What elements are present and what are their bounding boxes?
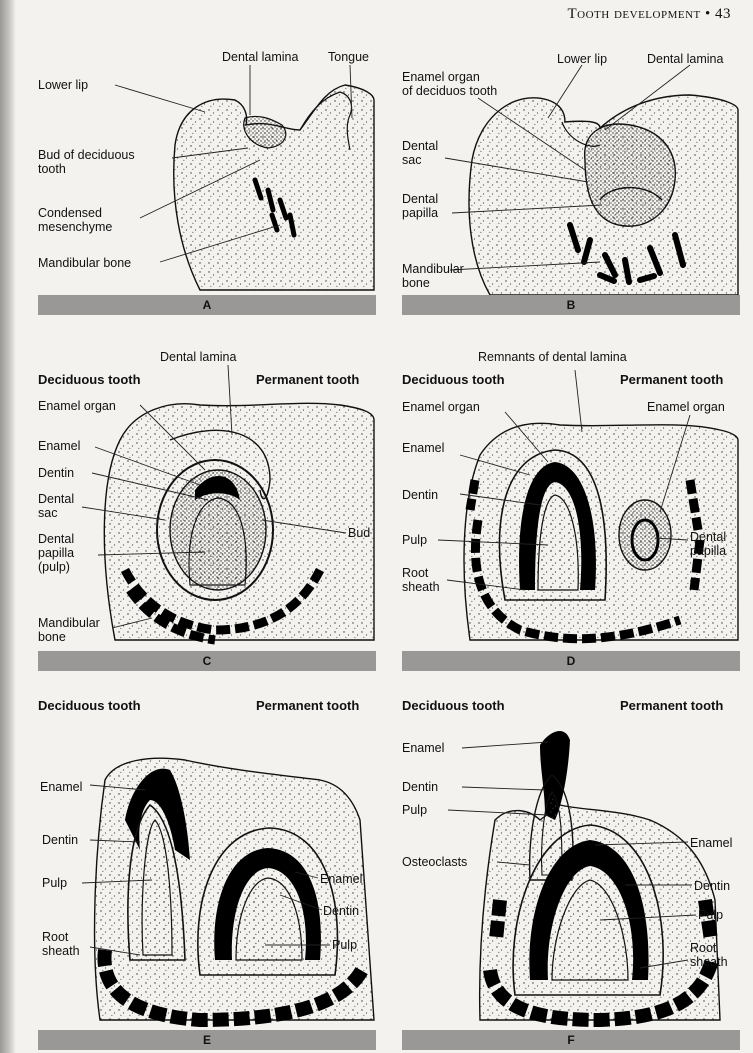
panel-b-drawing: [469, 95, 738, 295]
d-dental-papilla-label: Dental papilla: [690, 530, 726, 558]
a-bud-label: Bud of deciduous tooth: [38, 148, 135, 176]
f-enamel-label: Enamel: [402, 741, 444, 755]
c-dental-papilla-label: Dental papilla (pulp): [38, 532, 74, 574]
c-dental-sac-label: Dental sac: [38, 492, 74, 520]
d-pulp-label: Pulp: [402, 533, 427, 547]
panel-e-drawing: [95, 758, 374, 1020]
d-permanent-heading: Permanent tooth: [620, 372, 723, 387]
b-dental-papilla-label: Dental papilla: [402, 192, 438, 220]
b-mandibular-label: Mandibular bone: [402, 262, 464, 290]
f-osteoclasts-label: Osteoclasts: [402, 855, 467, 869]
d-enamel-label: Enamel: [402, 441, 444, 455]
f-pulp-label: Pulp: [402, 803, 427, 817]
c-dental-lamina-label: Dental lamina: [160, 350, 236, 364]
e-root-sheath-label: Root sheath: [42, 930, 80, 958]
c-enamel-organ-label: Enamel organ: [38, 399, 116, 413]
panel-f-letter: F: [561, 1033, 581, 1047]
c-deciduous-heading: Deciduous tooth: [38, 372, 141, 387]
f-deciduous-heading: Deciduous tooth: [402, 698, 505, 713]
f-dentin-label: Dentin: [402, 780, 438, 794]
d-root-sheath-label: Root sheath: [402, 566, 440, 594]
e-enamel-right-label: Enamel: [320, 872, 362, 886]
e-enamel-label: Enamel: [40, 780, 82, 794]
d-dentin-label: Dentin: [402, 488, 438, 502]
panel-c-drawing: [104, 403, 374, 640]
panel-b-letter: B: [561, 298, 581, 312]
b-lower-lip-label: Lower lip: [557, 52, 607, 66]
d-enamel-organ-label: Enamel organ: [402, 400, 480, 414]
f-permanent-heading: Permanent tooth: [620, 698, 723, 713]
f-dentin-right-label: Dentin: [694, 879, 730, 893]
e-pulp-right-label: Pulp: [332, 938, 357, 952]
c-dentin-label: Dentin: [38, 466, 74, 480]
c-mandibular-label: Mandibular bone: [38, 616, 100, 644]
a-tongue-label: Tongue: [328, 50, 369, 64]
c-enamel-label: Enamel: [38, 439, 80, 453]
d-deciduous-heading: Deciduous tooth: [402, 372, 505, 387]
b-dental-sac-label: Dental sac: [402, 139, 438, 167]
e-dentin-label: Dentin: [42, 833, 78, 847]
panel-d-letter: D: [561, 654, 581, 668]
e-pulp-label: Pulp: [42, 876, 67, 890]
panel-c-letter: C: [197, 654, 217, 668]
f-root-sheath-label: Root sheath: [690, 941, 728, 969]
a-lower-lip-label: Lower lip: [38, 78, 88, 92]
d-enamel-organ-right-label: Enamel organ: [647, 400, 725, 414]
a-dental-lamina-label: Dental lamina: [222, 50, 298, 64]
panel-b-enamel-organ: [585, 124, 676, 226]
e-deciduous-heading: Deciduous tooth: [38, 698, 141, 713]
a-condensed-label: Condensed mesenchyme: [38, 206, 112, 234]
panel-f-drawing: [480, 731, 720, 1020]
c-bud-label: Bud: [348, 526, 370, 540]
panel-a-letter: A: [197, 298, 217, 312]
b-dental-lamina-label: Dental lamina: [647, 52, 723, 66]
b-enamel-organ-label: Enamel organ of deciduos tooth: [402, 70, 497, 98]
f-pulp-right-label: Pulp: [698, 908, 723, 922]
a-mandibular-label: Mandibular bone: [38, 256, 131, 270]
panel-e-letter: E: [197, 1033, 217, 1047]
c-permanent-heading: Permanent tooth: [256, 372, 359, 387]
d-remnants-label: Remnants of dental lamina: [478, 350, 627, 364]
e-dentin-right-label: Dentin: [323, 904, 359, 918]
e-permanent-heading: Permanent tooth: [256, 698, 359, 713]
f-enamel-right-label: Enamel: [690, 836, 732, 850]
